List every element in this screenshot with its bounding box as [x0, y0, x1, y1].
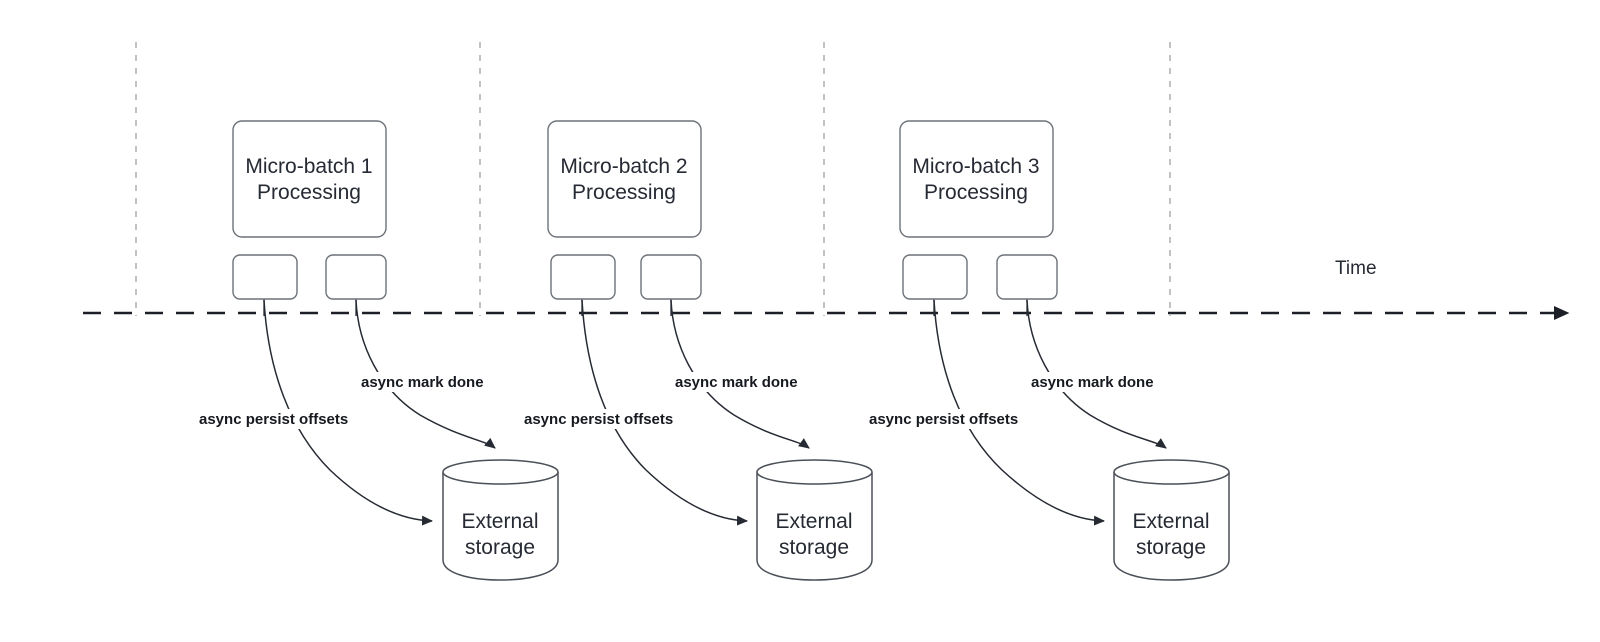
cylinder-body-2	[756, 472, 873, 581]
cylinder-body-1	[442, 472, 559, 581]
edge-persist-offsets-1	[263, 299, 433, 526]
micro-batch-3-task-box-left[interactable]	[902, 254, 968, 300]
edge-label-persist-offsets-3: async persist offsets	[869, 411, 1018, 428]
cylinder-top-ellipse-3	[1113, 459, 1230, 485]
edge-label-mark-done-2: async mark done	[675, 374, 798, 391]
micro-batch-2-task-box-left[interactable]	[550, 254, 616, 300]
edge-label-mark-done-3: async mark done	[1031, 374, 1154, 391]
edge-label-mark-done-1: async mark done	[361, 374, 484, 391]
label-bg-markdone-3	[1028, 372, 1170, 392]
micro-batch-group-2: Micro-batch 2 Processing External storag…	[521, 120, 873, 581]
micro-batch-2-label-line2: Processing	[572, 181, 676, 204]
edge-label-persist-offsets-2: async persist offsets	[524, 411, 673, 428]
micro-batch-1-label-line1: Micro-batch 1	[245, 155, 372, 178]
external-storage-3-label-line1: External	[1132, 510, 1209, 533]
external-storage-cylinder-1[interactable]: External storage	[442, 459, 559, 581]
external-storage-1-label-line1: External	[461, 510, 538, 533]
edge-persist-offsets-3	[933, 299, 1105, 526]
cylinder-top-ellipse-1	[442, 459, 559, 485]
edge-mark-done-1	[355, 299, 496, 449]
edge-mark-done-3	[1026, 299, 1167, 449]
micro-batch-1-label-line2: Processing	[257, 181, 361, 204]
label-bg-markdone-1	[358, 372, 500, 392]
time-axis: Time	[83, 258, 1570, 320]
external-storage-2-label-line1: External	[775, 510, 852, 533]
micro-batch-1-task-box-right[interactable]	[325, 254, 387, 300]
external-storage-cylinder-3[interactable]: External storage	[1113, 459, 1230, 581]
edge-persist-offsets-2	[581, 299, 748, 526]
micro-batch-group-3: Micro-batch 3 Processing External storag…	[866, 120, 1230, 581]
micro-batch-group-1: Micro-batch 1 Processing External storag…	[196, 120, 559, 581]
micro-batch-2-label-line1: Micro-batch 2	[560, 155, 687, 178]
external-storage-1-label-line2: storage	[465, 536, 535, 559]
label-bg-markdone-2	[672, 372, 814, 392]
micro-batch-2-box[interactable]	[547, 120, 702, 238]
label-bg-persist-3	[866, 409, 1042, 429]
edge-mark-done-2	[670, 299, 810, 449]
label-bg-persist-2	[521, 409, 697, 429]
micro-batch-3-label-line1: Micro-batch 3	[912, 155, 1039, 178]
time-axis-label: Time	[1335, 258, 1377, 279]
micro-batch-1-task-box-left[interactable]	[232, 254, 298, 300]
external-storage-3-label-line2: storage	[1136, 536, 1206, 559]
micro-batch-3-label-line2: Processing	[924, 181, 1028, 204]
edge-label-persist-offsets-1: async persist offsets	[199, 411, 348, 428]
cylinder-top-ellipse-2	[756, 459, 873, 485]
external-storage-2-label-line2: storage	[779, 536, 849, 559]
cylinder-body-3	[1113, 472, 1230, 581]
micro-batch-3-box[interactable]	[899, 120, 1054, 238]
external-storage-cylinder-2[interactable]: External storage	[756, 459, 873, 581]
label-bg-persist-1	[196, 409, 372, 429]
micro-batch-1-box[interactable]	[232, 120, 387, 238]
micro-batch-3-task-box-right[interactable]	[996, 254, 1058, 300]
micro-batch-2-task-box-right[interactable]	[640, 254, 702, 300]
